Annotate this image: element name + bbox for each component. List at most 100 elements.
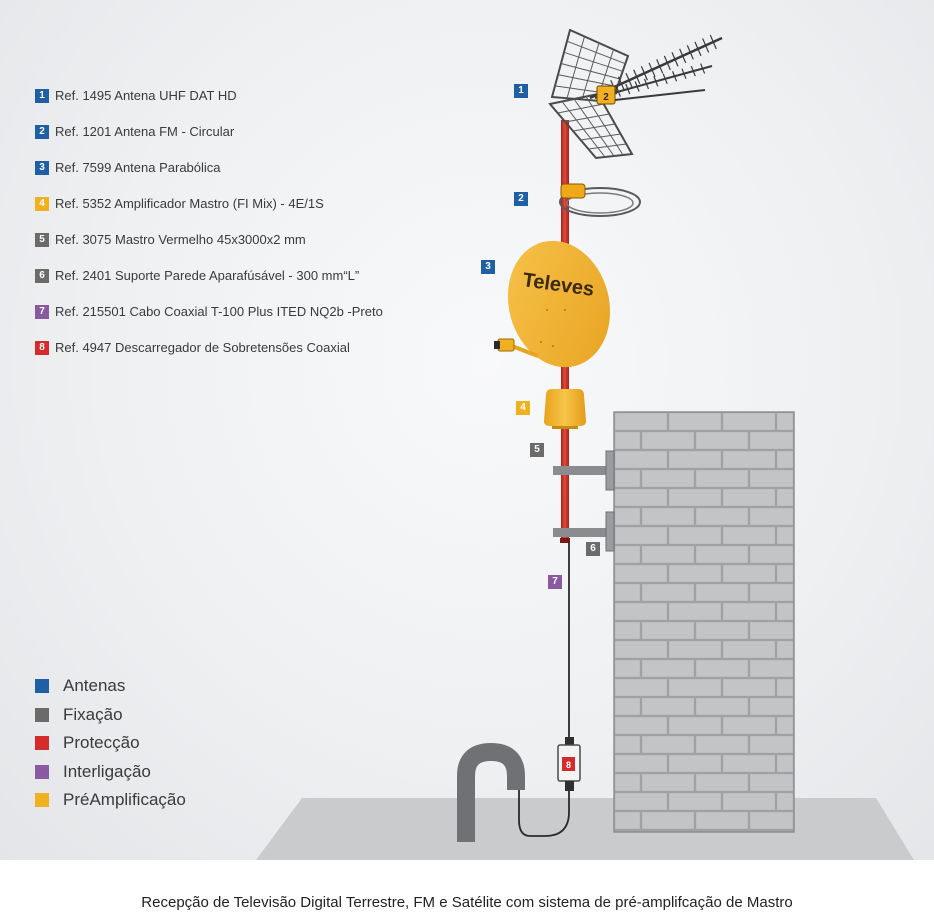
director-element: [640, 66, 648, 81]
brick: [695, 583, 749, 602]
brick: [749, 697, 794, 716]
legend-item: Interligação: [35, 762, 186, 791]
category-legend: Antenas Fixação Protecção Interligação P…: [35, 676, 186, 819]
brick: [722, 754, 776, 773]
reflector-wire: [581, 42, 600, 100]
brick: [614, 830, 668, 832]
brick: [776, 678, 794, 697]
reference-text: Ref. 7599 Antena Parabólica: [55, 160, 221, 175]
reference-text: Ref. 215501 Cabo Coaxial T-100 Plus ITED…: [55, 304, 383, 319]
brick: [749, 507, 794, 526]
callout-6: 6: [586, 542, 600, 556]
brick: [749, 659, 794, 678]
brick: [668, 412, 722, 431]
director-element: [648, 62, 656, 78]
brick: [695, 659, 749, 678]
director-element: [625, 83, 631, 95]
brick: [695, 431, 749, 450]
brick: [641, 621, 695, 640]
diagram-caption: Recepção de Televisão Digital Terrestre,…: [141, 894, 793, 911]
brick: [722, 678, 776, 697]
wall-bracket-lower: [553, 511, 615, 552]
brick: [668, 716, 722, 735]
brick: [614, 602, 668, 621]
brick: [641, 545, 695, 564]
brick: [614, 488, 668, 507]
reference-badge: 4: [35, 197, 49, 211]
reference-item: 6 Ref. 2401 Suporte Parede Aparafúsável …: [35, 268, 383, 304]
brick: [722, 450, 776, 469]
brick: [749, 431, 794, 450]
legend-label: Antenas: [63, 676, 126, 695]
director-element: [653, 76, 659, 87]
callout-3: 3: [481, 260, 495, 274]
brick: [641, 735, 695, 754]
director-element: [663, 55, 671, 71]
brick: [641, 697, 695, 716]
brick: [614, 735, 641, 754]
brick: [776, 602, 794, 621]
brick: [668, 640, 722, 659]
brick: [695, 735, 749, 754]
brick: [614, 792, 668, 811]
brick: [722, 412, 776, 431]
brick: [668, 526, 722, 545]
brick: [695, 469, 749, 488]
brick: [776, 754, 794, 773]
reference-text: Ref. 4947 Descarregador de Sobretensões …: [55, 340, 350, 355]
brick: [614, 450, 668, 469]
reference-badge: 2: [35, 125, 49, 139]
director-element: [634, 81, 640, 92]
brick: [614, 811, 641, 830]
reference-item: 3 Ref. 7599 Antena Parabólica: [35, 160, 383, 196]
reference-badge: 5: [35, 233, 49, 247]
legend-swatch: [35, 764, 49, 779]
fm-circular-antenna: [559, 183, 641, 217]
reflector-wire: [566, 36, 585, 99]
director-element: [679, 48, 687, 64]
brick: [668, 792, 722, 811]
legend-label: Protecção: [63, 733, 140, 752]
brick: [722, 792, 776, 811]
mast-amplifier: [544, 389, 586, 429]
brick: [614, 621, 641, 640]
callout-2: 2: [514, 192, 528, 206]
brick: [749, 469, 794, 488]
reference-item: 1 Ref. 1495 Antena UHF DAT HD: [35, 88, 383, 124]
legend-label: Fixação: [63, 704, 123, 724]
brick: [614, 526, 668, 545]
reference-badge: 1: [35, 89, 49, 103]
brick: [614, 773, 641, 792]
reflector-wire: [573, 98, 615, 157]
reference-list: 1 Ref. 1495 Antena UHF DAT HD 2 Ref. 120…: [35, 88, 383, 376]
brick: [614, 412, 668, 431]
reflector-wire: [585, 96, 624, 156]
brick: [749, 811, 794, 830]
brick: [641, 469, 695, 488]
surge-protector-mark: 8: [566, 760, 571, 770]
legend-label: PréAmplificação: [63, 790, 186, 809]
brick: [614, 640, 668, 659]
uhf-amplifier-mark: 2: [603, 92, 609, 103]
brick: [614, 431, 641, 450]
brick: [722, 564, 776, 583]
director-element: [615, 86, 621, 97]
brick: [776, 792, 794, 811]
mast-cap: [560, 538, 570, 543]
wall-bracket-upper: [553, 450, 615, 491]
reference-item: 7 Ref. 215501 Cabo Coaxial T-100 Plus IT…: [35, 304, 383, 340]
brick: [776, 640, 794, 659]
brick: [614, 507, 641, 526]
brick: [641, 773, 695, 792]
brick: [722, 640, 776, 659]
director-element: [681, 68, 687, 79]
brick: [695, 621, 749, 640]
legend-label: Interligação: [63, 761, 151, 781]
brick: [641, 659, 695, 678]
brick: [668, 830, 722, 832]
legend-swatch: [35, 679, 49, 693]
legend-item: Fixação: [35, 705, 186, 734]
brick: [614, 583, 641, 602]
